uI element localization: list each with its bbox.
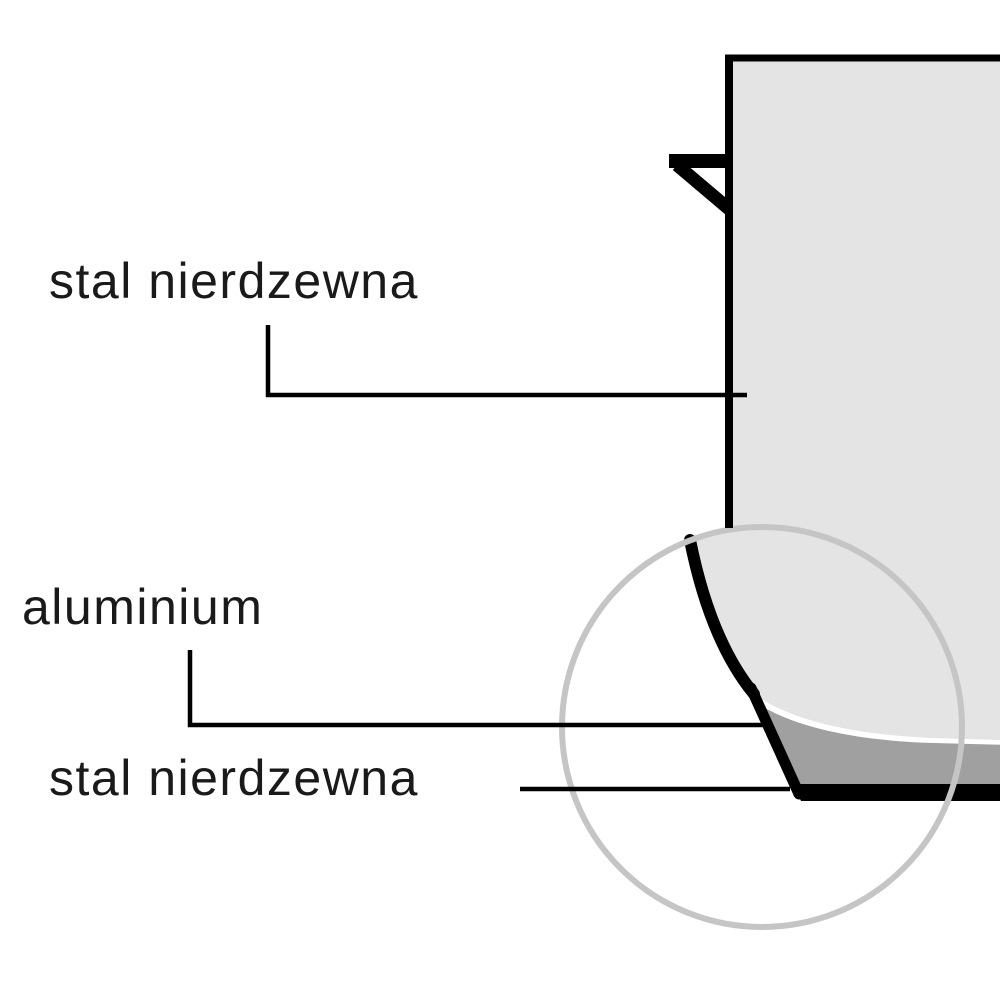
zoomed-wall-curve (684, 534, 760, 700)
aluminium-core-layer (755, 700, 1000, 791)
core-separation-line (756, 699, 1000, 745)
pot-body (690, 55, 1000, 740)
outer-steel-base-cap (793, 784, 1000, 801)
handle-strut (672, 160, 734, 214)
label-base-material: stal nierdzewna (49, 750, 419, 806)
pot-handle-bracket (669, 154, 734, 214)
label-wall-material: stal nierdzewna (49, 253, 419, 309)
leader-line-core (187, 650, 768, 728)
base-left-edge (745, 682, 805, 800)
label-core-material: aluminium (22, 579, 264, 635)
leader-line-wall (265, 325, 747, 398)
